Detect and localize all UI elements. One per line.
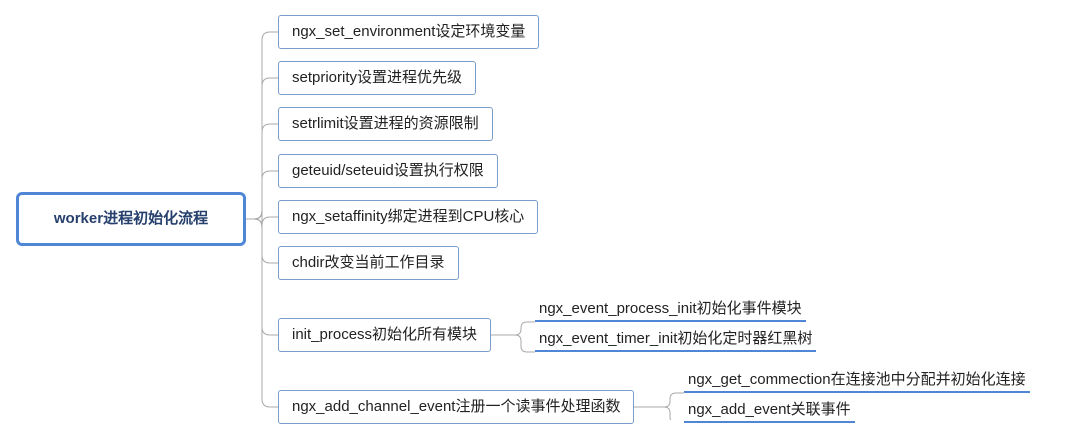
- connector-n6-to-l61: [491, 334, 535, 353]
- connector-root-to-step-4: [246, 210, 278, 226]
- step-node-setaffinity[interactable]: ngx_setaffinity绑定进程到CPU核心: [278, 200, 539, 234]
- step-node-chdir[interactable]: chdir改变当前工作目录: [278, 246, 459, 280]
- step-node-setpriority[interactable]: setpriority设置进程优先级: [278, 61, 477, 95]
- step-node-seteuid[interactable]: geteuid/seteuid设置执行权限: [278, 154, 498, 188]
- connector-n7-to-l70: [634, 392, 684, 408]
- sub-node-add-event[interactable]: ngx_add_event关联事件: [684, 397, 855, 423]
- sub-node-event-timer-init[interactable]: ngx_event_timer_init初始化定时器红黑树: [535, 326, 817, 352]
- sub-node-event-process-init[interactable]: ngx_event_process_init初始化事件模块: [535, 296, 806, 322]
- root-node[interactable]: worker进程初始化流程: [16, 192, 246, 246]
- connector-n7-to-l71: [634, 406, 672, 420]
- sub-node-get-connection[interactable]: ngx_get_commection在连接池中分配并初始化连接: [684, 367, 1030, 393]
- step-node-set-environment[interactable]: ngx_set_environment设定环境变量: [278, 15, 540, 49]
- step-node-add-channel-event[interactable]: ngx_add_channel_event注册一个读事件处理函数: [278, 390, 635, 424]
- step-node-setrlimit[interactable]: setrlimit设置进程的资源限制: [278, 107, 493, 141]
- connector-root-to-step-7: [246, 218, 278, 408]
- step-node-init-process[interactable]: init_process初始化所有模块: [278, 318, 492, 352]
- connector-n6-to-l60: [491, 321, 535, 336]
